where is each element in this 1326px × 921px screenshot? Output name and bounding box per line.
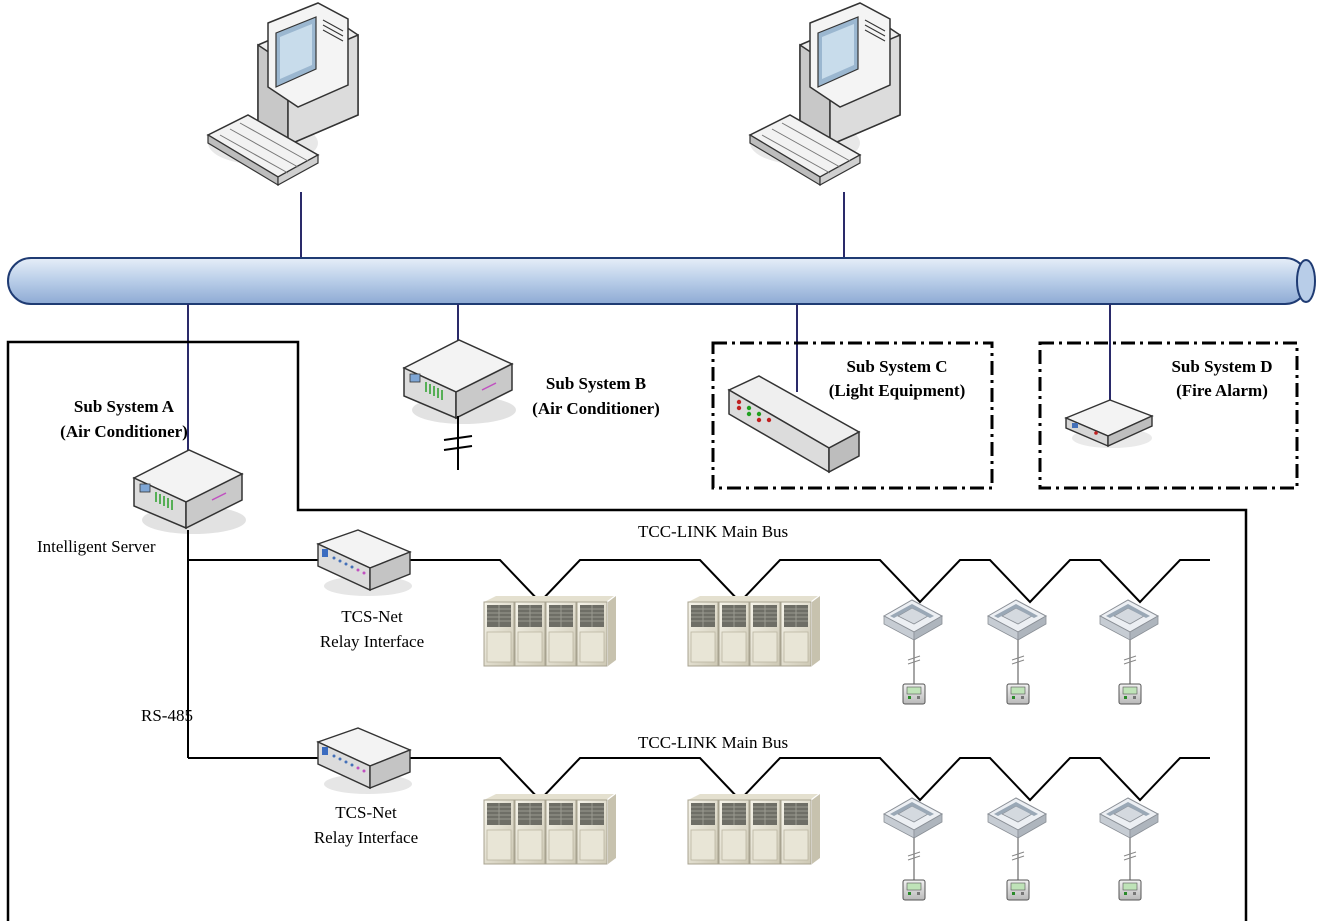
sub-a-boundary [6, 340, 1248, 921]
sub-c-title: Sub System C [846, 357, 947, 376]
sub-d-boundary [1038, 341, 1299, 490]
tcc-link-bus-1-label: TCC-LINK Main Bus [638, 522, 788, 541]
indoor-unit-row2-c [1099, 797, 1159, 901]
outdoor-unit-2-icon [688, 596, 820, 666]
sub-d-alarm-box-icon [1065, 399, 1153, 449]
rs485-label: RS-485 [141, 706, 193, 725]
sub-b-break-mark [443, 435, 473, 441]
sub-d-title: Sub System D [1171, 357, 1272, 376]
workstation-left-icon [207, 2, 359, 186]
sub-c-boundary [711, 341, 994, 490]
indoor-unit-row2-a [883, 797, 943, 901]
tcc-link-bus-1 [408, 559, 1210, 604]
outdoor-unit-1-icon [484, 596, 616, 666]
tcc-link-bus-2-label: TCC-LINK Main Bus [638, 733, 788, 752]
workstation-right-icon [749, 2, 901, 186]
sub-b-break-mark-2 [443, 445, 473, 451]
sub-b-desc: (Air Conditioner) [532, 399, 660, 418]
network-backbone-pipe [7, 257, 1316, 305]
intelligent-server-label: Intelligent Server [37, 537, 156, 556]
indoor-unit-row1-a [883, 599, 943, 705]
indoor-unit-row1-c [1099, 599, 1159, 705]
outdoor-unit-3-icon [484, 794, 616, 864]
outdoor-unit-4-icon [688, 794, 820, 864]
relay-interface-2-icon [317, 727, 413, 795]
indoor-unit-row2-b [987, 797, 1047, 901]
relay-1-label-line2: Relay Interface [320, 632, 424, 651]
sub-c-desc: (Light Equipment) [829, 381, 966, 400]
sub-d-desc: (Fire Alarm) [1176, 381, 1268, 400]
sub-b-title: Sub System B [546, 374, 646, 393]
sub-a-desc: (Air Conditioner) [60, 422, 188, 441]
intelligent-server-icon [133, 449, 247, 535]
indoor-unit-row1-b [987, 599, 1047, 705]
relay-interface-1-icon [317, 529, 413, 597]
relay-1-label-line1: TCS-Net [341, 607, 403, 626]
sub-b-gateway-icon [403, 339, 517, 425]
relay-2-label-line1: TCS-Net [335, 803, 397, 822]
tcc-link-bus-2 [408, 757, 1210, 802]
relay-2-label-line2: Relay Interface [314, 828, 418, 847]
sub-a-title: Sub System A [74, 397, 175, 416]
